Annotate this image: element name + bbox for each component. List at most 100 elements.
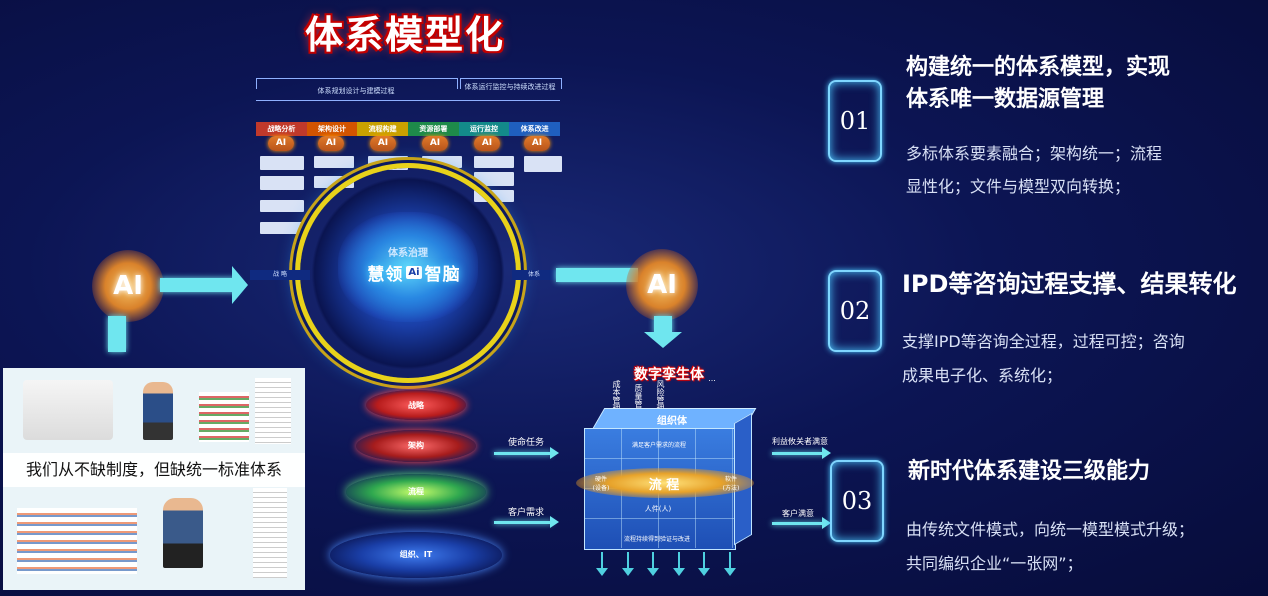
layer-strategy bbox=[366, 390, 466, 420]
mini-box bbox=[368, 156, 408, 170]
down-arrow-icon bbox=[698, 552, 711, 582]
item-2-body-line2: 成果电子化、系统化； bbox=[902, 366, 1063, 385]
layer-architecture bbox=[356, 430, 476, 462]
item-2-title: IPD等咨询过程支撑、结果转化 bbox=[902, 270, 1237, 298]
ai-pill-3: AI bbox=[370, 136, 396, 151]
digital-twin: 数字孪生体 成本管理 质量管 风险管理 ... 组织体 满足客户需求的流程 流 … bbox=[576, 356, 766, 592]
twin-output-arrows bbox=[596, 552, 736, 582]
item-number-2: 02 bbox=[828, 270, 882, 352]
layer-process bbox=[346, 474, 486, 510]
paper-stack-illustration bbox=[199, 392, 249, 442]
layer-architecture-label: 架构 bbox=[408, 441, 424, 450]
down-arrow-icon bbox=[647, 552, 660, 582]
brain-heading: 体系治理 bbox=[388, 248, 428, 259]
mini-box bbox=[260, 200, 304, 212]
paper-stack-illustration bbox=[17, 508, 137, 574]
customer-satisfaction-arrow bbox=[772, 522, 824, 525]
ai-orb-left: AI bbox=[92, 250, 164, 322]
item-1-body-line2: 显性化；文件与模型双向转换； bbox=[906, 177, 1131, 196]
illustration-panel: 我们从不缺制度，但缺统一标准体系 bbox=[3, 368, 305, 590]
brain-right-tag: 体系 bbox=[512, 270, 556, 280]
arrow-right-head bbox=[644, 332, 682, 348]
item-3-body-line2: 共同编织企业“一张网”； bbox=[906, 554, 1083, 573]
mission-label: 使命任务 bbox=[508, 438, 545, 448]
layer-stack: 战略 架构 流程 组织、IT bbox=[318, 382, 514, 590]
bracket-right-label: 体系运行监控与持续改进过程 bbox=[464, 83, 556, 91]
item-number-3: 03 bbox=[830, 460, 884, 542]
mini-box bbox=[524, 156, 562, 172]
item-3-title: 新时代体系建设三级能力 bbox=[908, 459, 1151, 484]
phase-architecture: 架构设计 bbox=[306, 122, 358, 136]
customer-satisfaction-arrow-head bbox=[822, 517, 831, 529]
item-2-body-line1: 支撑IPD等咨询全过程，过程可控；咨询 bbox=[902, 332, 1185, 351]
stakeholder-arrow bbox=[772, 452, 824, 455]
phase-process: 流程构建 bbox=[357, 122, 409, 136]
arrow-left-horizontal bbox=[160, 278, 238, 292]
twin-process-band bbox=[576, 468, 754, 498]
twin-people: 人件(人) bbox=[644, 505, 672, 513]
layer-strategy-label: 战略 bbox=[408, 401, 424, 410]
customer-need-label: 客户需求 bbox=[508, 508, 545, 518]
phase-improve: 体系改进 bbox=[509, 122, 561, 136]
twin-bottom: 流程持续得到验证与改进 bbox=[623, 536, 690, 543]
down-arrow-icon bbox=[621, 552, 634, 582]
layer-org-it-label: 组织、IT bbox=[399, 550, 433, 559]
brain-name: 慧领 Ai 智脑 bbox=[354, 260, 474, 285]
brain-name-right: 智脑 bbox=[424, 265, 461, 285]
item-1-body-line1: 多标体系要素融合；架构统一；流程 bbox=[906, 144, 1163, 163]
mission-arrow-head bbox=[550, 447, 559, 459]
phase-strategy: 战略分析 bbox=[256, 122, 307, 136]
paper-stack-illustration bbox=[253, 488, 287, 578]
process-diagram: 体系规划设计与建模过程 体系运行监控与持续改进过程 战略分析 架构设计 流程构建… bbox=[252, 72, 564, 242]
twin-label-quality: 质量管 bbox=[634, 384, 643, 408]
item-3-body-line1: 由传统文件模式，向统一模型模式升级； bbox=[906, 520, 1195, 539]
twin-value-flow: 满足客户需求的流程 bbox=[631, 442, 686, 449]
ai-pill-4: AI bbox=[422, 136, 448, 151]
arrow-right-vertical bbox=[654, 316, 672, 334]
bracket-bar bbox=[256, 100, 560, 101]
mini-box bbox=[260, 156, 304, 170]
phase-monitor: 运行监控 bbox=[458, 122, 510, 136]
mini-box bbox=[260, 222, 304, 234]
brain-name-left: 慧领 bbox=[367, 265, 404, 285]
brain-hub: 体系治理 慧领 Ai 智脑 bbox=[300, 168, 516, 378]
customer-need-arrow-head bbox=[550, 516, 559, 528]
brain-left-tag: 战 略 bbox=[250, 270, 310, 280]
person-illustration bbox=[143, 382, 173, 440]
twin-process: 流 程 bbox=[648, 478, 680, 493]
arrow-right-horizontal bbox=[556, 268, 638, 282]
paper-stack-illustration bbox=[255, 378, 291, 444]
twin-label-cost: 成本管理 bbox=[612, 380, 621, 412]
twin-label-risk: 风险管理 bbox=[656, 380, 665, 412]
arrow-left-vertical bbox=[108, 316, 126, 352]
customer-need-arrow bbox=[494, 521, 552, 524]
paper-stack-illustration bbox=[23, 380, 113, 440]
mini-box bbox=[260, 176, 304, 190]
mini-box bbox=[474, 156, 514, 168]
bracket-left bbox=[256, 78, 458, 89]
mission-arrow bbox=[494, 452, 552, 455]
photo-banner: 我们从不缺制度，但缺统一标准体系 bbox=[3, 453, 305, 487]
brain-ai-badge: Ai bbox=[406, 266, 422, 279]
bracket-right bbox=[460, 78, 562, 89]
mini-box bbox=[474, 172, 514, 186]
ai-orb-right: AI bbox=[626, 249, 698, 321]
stakeholder-arrow-head bbox=[822, 447, 831, 459]
twin-label-more: ... bbox=[708, 374, 716, 383]
phase-resource: 资源部署 bbox=[408, 122, 459, 136]
ai-pill-6: AI bbox=[524, 136, 550, 151]
layer-org-it bbox=[330, 532, 502, 578]
layer-process-label: 流程 bbox=[408, 487, 424, 496]
arrow-left-head bbox=[232, 266, 248, 304]
down-arrow-icon bbox=[596, 552, 608, 582]
stakeholder-label: 利益攸关者满意 bbox=[772, 437, 828, 446]
twin-hardware: 硬件 (设备) bbox=[592, 476, 610, 492]
person-illustration bbox=[163, 498, 203, 568]
ai-pill-5: AI bbox=[474, 136, 500, 151]
mini-box bbox=[314, 176, 354, 188]
mini-box bbox=[422, 156, 462, 168]
twin-top-labels: 成本管理 质量管 风险管理 ... bbox=[610, 374, 760, 418]
twin-title: 数字孪生体 bbox=[634, 367, 704, 383]
item-1-title-line2: 体系唯一数据源管理 bbox=[906, 87, 1105, 112]
twin-software: 软件 (方法) bbox=[722, 476, 740, 492]
